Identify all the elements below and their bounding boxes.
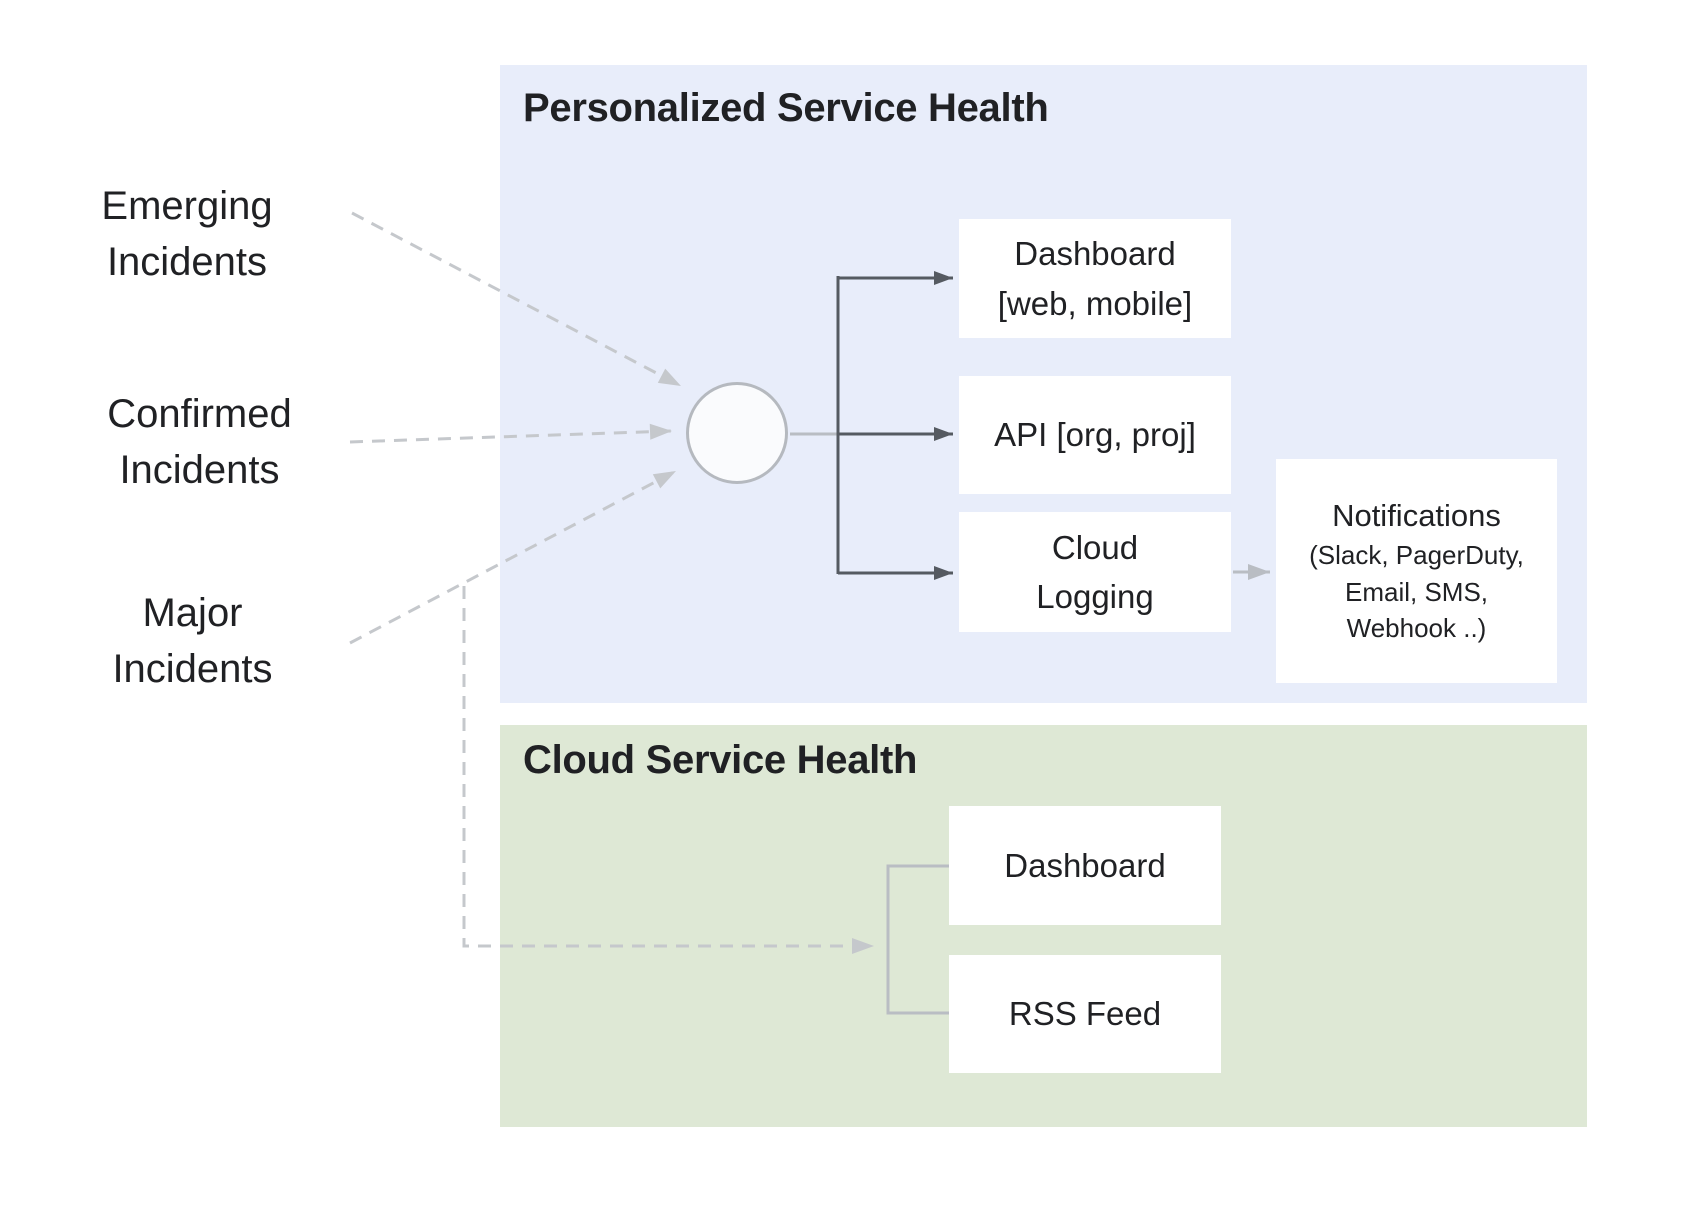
node-cloud-dashboard: Dashboard bbox=[949, 806, 1221, 925]
node-line: [web, mobile] bbox=[997, 284, 1193, 322]
node-line: Dashboard bbox=[1014, 235, 1176, 272]
cloud-section-title: Cloud Service Health bbox=[523, 738, 918, 782]
label-line: Incidents bbox=[119, 448, 280, 492]
label-emerging-incidents: Emerging Incidents bbox=[57, 178, 317, 290]
node-line: (Slack, PagerDuty, bbox=[1309, 540, 1524, 571]
node-notifications: Notifications (Slack, PagerDuty, Email, … bbox=[1276, 459, 1557, 683]
node-line: Webhook ..) bbox=[1346, 613, 1487, 644]
personalized-section-title: Personalized Service Health bbox=[523, 86, 1049, 130]
dashed-arrow-to-cloud-service-health bbox=[462, 586, 874, 954]
node-line: Email, SMS, bbox=[1344, 576, 1489, 607]
bracket-to-cloud-outputs bbox=[886, 864, 949, 1015]
node-dashboard-web-mobile: Dashboard [web, mobile] bbox=[959, 219, 1231, 338]
label-line: Confirmed bbox=[107, 392, 292, 436]
node-api-org-proj: API [org, proj] bbox=[959, 376, 1231, 494]
label-confirmed-incidents: Confirmed Incidents bbox=[57, 386, 342, 498]
node-line: RSS Feed bbox=[1008, 995, 1162, 1033]
dashed-arrow-confirmed-incidents bbox=[349, 423, 673, 444]
node-line: Logging bbox=[1036, 578, 1154, 615]
node-rss-feed: RSS Feed bbox=[949, 955, 1221, 1073]
label-line: Incidents bbox=[106, 240, 268, 284]
label-line: Incidents bbox=[112, 647, 273, 691]
node-line: API [org, proj] bbox=[994, 416, 1196, 454]
label-line: Emerging bbox=[101, 184, 273, 228]
label-major-incidents: Major Incidents bbox=[60, 585, 325, 697]
node-line: Cloud bbox=[1051, 528, 1139, 566]
notifications-title: Notifications bbox=[1332, 498, 1501, 534]
node-line: Dashboard bbox=[1004, 846, 1166, 884]
label-line: Major bbox=[142, 591, 243, 635]
dashed-arrow-emerging-incidents bbox=[351, 211, 682, 388]
dashed-arrow-major-incidents bbox=[349, 469, 677, 645]
node-cloud-logging: Cloud Logging bbox=[959, 512, 1231, 632]
aggregation-hub-circle bbox=[686, 382, 788, 484]
